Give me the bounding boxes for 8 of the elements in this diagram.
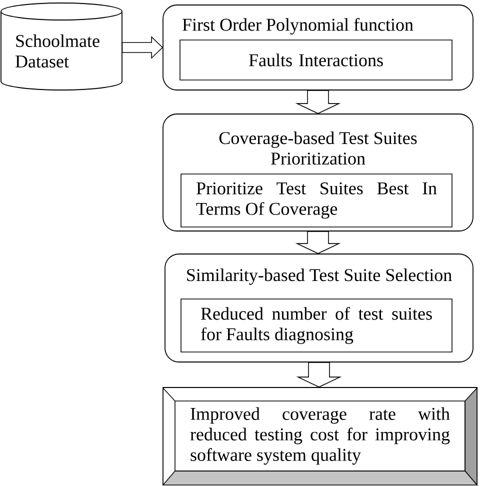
text-box: Faults Interactions — [180, 40, 452, 80]
text-box: Reduced number of test suites for Faults diagnosing — [180, 298, 452, 352]
text-box: Prioritize Test Suites Best In Terms Of Coverage — [180, 174, 452, 228]
database-cylinder: Schoolmate Dataset — [0, 2, 122, 90]
block-arrow — [295, 231, 341, 254]
block-arrow — [122, 36, 164, 59]
block-arrow — [296, 362, 342, 388]
block-arrow — [295, 90, 341, 114]
